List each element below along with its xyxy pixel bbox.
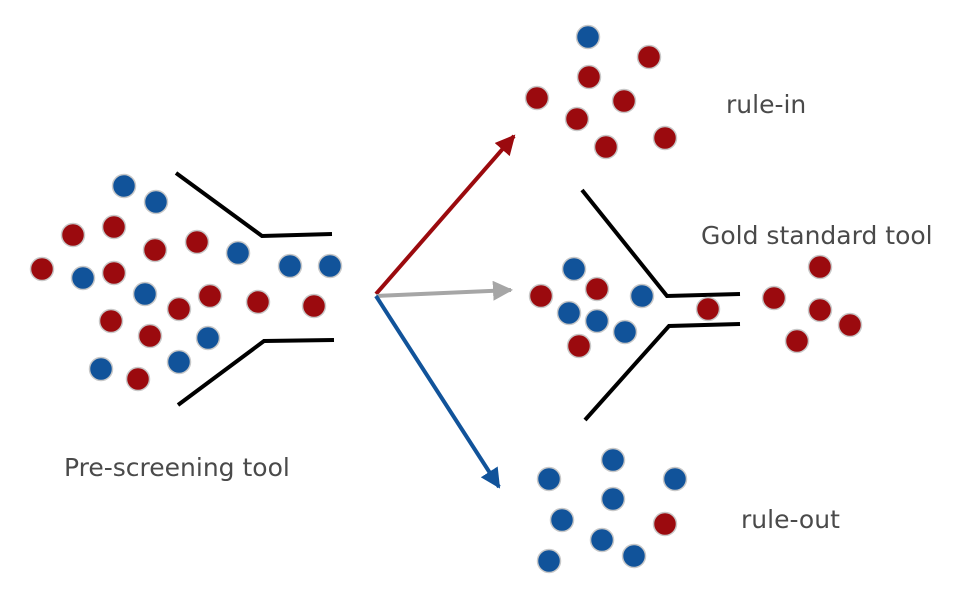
dot-red: [166, 296, 192, 322]
dot-blue: [549, 507, 575, 533]
dot-blue: [629, 283, 655, 309]
dots-gold-standard-output: [761, 254, 863, 354]
dot-blue: [584, 308, 610, 334]
dot-blue: [88, 356, 114, 382]
dot-blue: [536, 548, 562, 574]
arrow-rule-out: [374, 294, 501, 489]
rule-in-label: rule-in: [726, 90, 807, 119]
dot-red: [652, 125, 678, 151]
pre-screening-tool-label: Pre-screening tool: [64, 453, 290, 482]
dot-red: [807, 297, 833, 323]
dot-red: [584, 276, 610, 302]
dot-red: [564, 106, 590, 132]
dot-blue: [600, 447, 626, 473]
dot-red: [142, 237, 168, 263]
dot-blue: [70, 265, 96, 291]
dot-blue: [536, 466, 562, 492]
dot-red: [60, 222, 86, 248]
dot-red: [837, 312, 863, 338]
dot-red: [593, 134, 619, 160]
dot-blue: [111, 173, 137, 199]
rule-out-label: rule-out: [741, 505, 840, 534]
dot-red: [29, 256, 55, 282]
dot-blue: [575, 24, 601, 50]
dot-red: [761, 285, 787, 311]
dot-red: [611, 88, 637, 114]
dot-blue: [561, 256, 587, 282]
gold-standard-funnel-bottom: [583, 322, 741, 422]
dot-blue: [277, 253, 303, 279]
dot-red: [524, 85, 550, 111]
pre-screening-funnel-top: [174, 171, 333, 239]
dot-blue: [132, 281, 158, 307]
dot-blue: [225, 240, 251, 266]
dot-blue: [166, 349, 192, 375]
arrow-gold-standard: [375, 280, 513, 301]
dots-gold-standard-input: [528, 256, 721, 359]
arrow-rule-in: [374, 134, 516, 296]
dot-blue: [143, 189, 169, 215]
dot-red: [566, 333, 592, 359]
dot-blue: [621, 543, 647, 569]
dot-red: [528, 283, 554, 309]
dot-red: [125, 366, 151, 392]
gold-standard-funnel: [580, 188, 741, 422]
branch-arrows: [374, 134, 516, 489]
dots-rule-in: [524, 24, 678, 160]
dot-red: [184, 229, 210, 255]
dot-red: [137, 323, 163, 349]
pre-screening-funnel-bottom: [176, 338, 335, 407]
dot-red: [636, 44, 662, 70]
dot-red: [652, 511, 678, 537]
dot-blue: [195, 325, 221, 351]
gold-standard-funnel-top: [580, 188, 741, 299]
dot-red: [807, 254, 833, 280]
pre-screening-funnel: [174, 171, 335, 407]
dot-red: [784, 328, 810, 354]
gold-standard-tool-label: Gold standard tool: [701, 221, 933, 250]
dot-red: [98, 308, 124, 334]
dot-blue: [556, 300, 582, 326]
dot-blue: [600, 486, 626, 512]
dot-red: [576, 64, 602, 90]
dot-red: [695, 296, 721, 322]
dots-rule-out: [536, 447, 688, 574]
dot-red: [101, 260, 127, 286]
dot-red: [197, 283, 223, 309]
dot-red: [101, 214, 127, 240]
dot-red: [245, 289, 271, 315]
dot-red: [301, 293, 327, 319]
dot-blue: [612, 319, 638, 345]
dot-blue: [317, 253, 343, 279]
dots-pre-screening: [29, 173, 343, 392]
dot-blue: [662, 466, 688, 492]
dot-blue: [589, 527, 615, 553]
